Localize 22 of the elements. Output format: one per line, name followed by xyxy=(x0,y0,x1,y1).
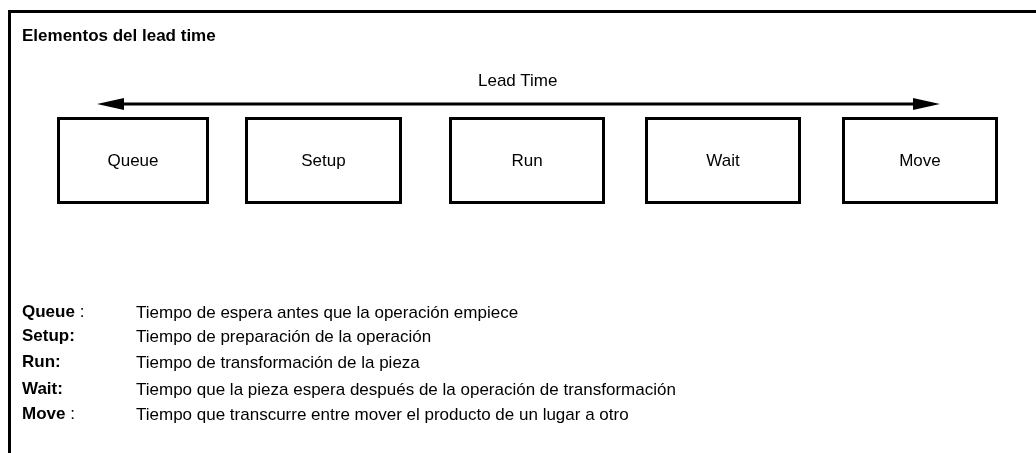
term-label: Move : xyxy=(22,405,75,422)
dimension-label: Lead Time xyxy=(478,72,558,89)
definition-text: Tiempo de preparación de la operación xyxy=(136,328,432,345)
title: Elementos del lead time xyxy=(22,27,216,44)
term-label: Setup: xyxy=(22,327,75,344)
box-label: Run xyxy=(511,149,543,172)
process-box xyxy=(449,117,605,204)
box-label: Wait xyxy=(706,149,740,172)
definition-text: Tiempo que la pieza espera después de la operación de transformación xyxy=(136,381,676,398)
box-label: Move xyxy=(899,149,941,172)
process-box xyxy=(645,117,801,204)
definition-text: Tiempo que transcurre entre mover el producto de un lugar a otro xyxy=(136,406,629,423)
process-box xyxy=(57,117,209,204)
box-label: Queue xyxy=(107,149,159,172)
box-label: Setup xyxy=(301,149,346,172)
process-box xyxy=(245,117,402,204)
term-label: Run: xyxy=(22,353,61,370)
term-label: Wait: xyxy=(22,380,63,397)
definition-text: Tiempo de transformación de la pieza xyxy=(136,354,420,371)
term-label: Queue : xyxy=(22,303,85,320)
definition-text: Tiempo de espera antes que la operación empiece xyxy=(136,304,519,321)
process-box xyxy=(842,117,998,204)
